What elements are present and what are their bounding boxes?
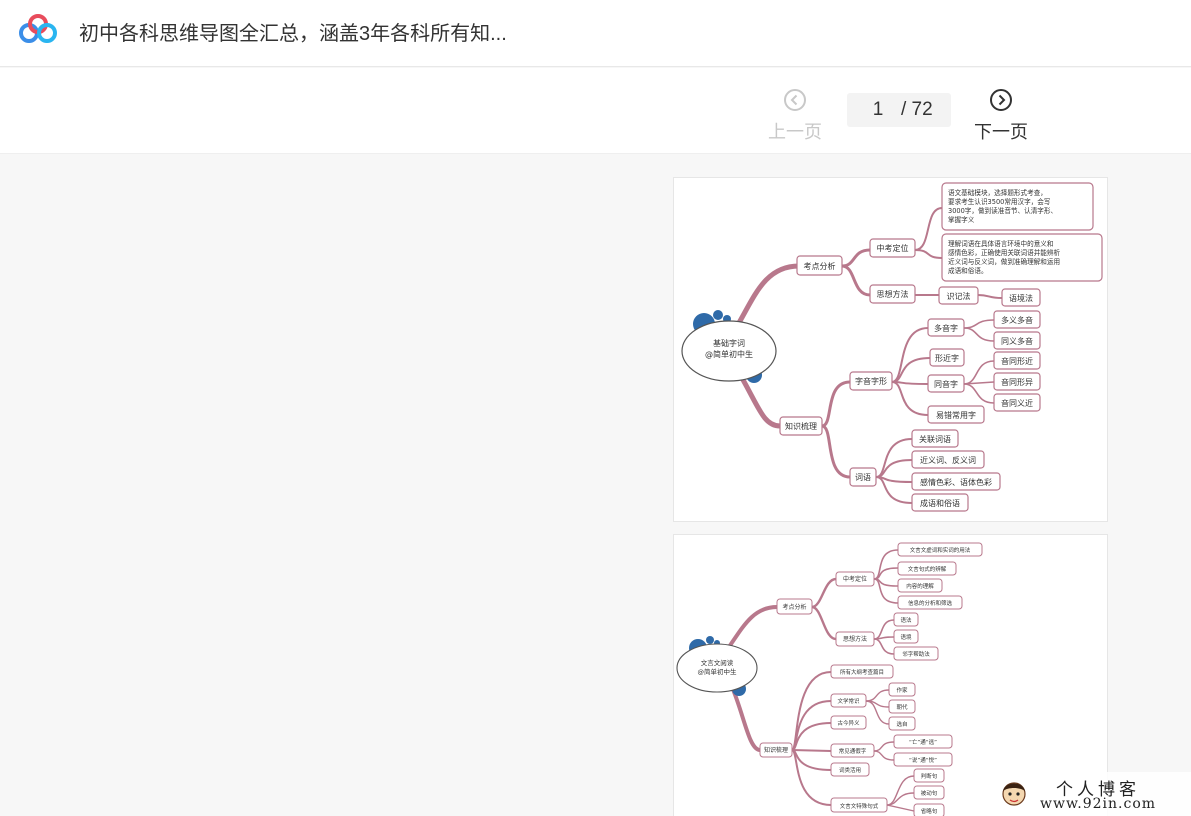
node-sixiang: 思想方法 xyxy=(843,635,867,643)
node-chengyu: 成语和俗语 xyxy=(920,498,960,508)
center-title: 文言文阅读 xyxy=(701,658,734,667)
node-yujing: 语境法 xyxy=(1009,293,1033,303)
document-viewer[interactable]: 基础字词 @简单初中生 xyxy=(0,155,1191,816)
node-yyj: 音同义近 xyxy=(1001,398,1033,408)
node-k6b: 被动句 xyxy=(921,789,938,797)
next-page-label: 下一页 xyxy=(974,122,1028,142)
cloud-logo-icon[interactable] xyxy=(18,13,58,45)
pagination-toolbar: 上一页 / 72 下一页 xyxy=(0,68,1191,154)
center-title: 基础字词 xyxy=(713,338,745,348)
node-tongyin: 同音字 xyxy=(934,379,958,389)
node-k1: 所有大纲考查篇目 xyxy=(840,668,884,676)
node-k4a: “亡”通“逃” xyxy=(909,738,937,746)
mind-map-basic-words: 基础字词 @简单初中生 xyxy=(681,182,1103,512)
center-node xyxy=(676,643,758,693)
node-k6a: 判断句 xyxy=(921,772,938,780)
node-shiji: 识记法 xyxy=(947,291,971,301)
node-ganqing: 感情色彩、语体色彩 xyxy=(920,477,992,487)
node-z2: 文言句式的辨解 xyxy=(908,565,947,573)
node-desc2-line3: 近义词与反义词，做到准确理解和运用 xyxy=(948,257,1060,266)
node-duoyi: 多义多音 xyxy=(1001,315,1033,325)
document-title: 初中各科思维导图全汇总，涵盖3年各科所有知... xyxy=(79,23,507,45)
watermark-title: 个人博客 xyxy=(1056,780,1140,800)
bubble-decoration xyxy=(706,636,714,644)
center-node xyxy=(681,320,777,382)
node-z1: 文言文虚词和实词的用法 xyxy=(910,546,971,554)
node-kaodian: 考点分析 xyxy=(804,261,836,271)
node-ciyu: 词语 xyxy=(855,472,871,482)
node-ziyin: 字音字形 xyxy=(855,376,887,386)
page-number-box: / 72 xyxy=(847,93,951,127)
node-k4b: “说”通“悦” xyxy=(909,756,937,764)
node-zhishi: 知识梳理 xyxy=(785,421,817,431)
node-duoyin: 多音字 xyxy=(934,323,958,333)
chevron-right-circle-icon xyxy=(990,89,1012,111)
node-z3: 内容的理解 xyxy=(906,582,934,590)
next-page-button[interactable]: 下一页 xyxy=(966,88,1036,144)
document-page-2: 文言文阅读 @简单初中生 xyxy=(673,534,1108,816)
node-s2: 语境 xyxy=(900,633,912,641)
node-s3: 邻字帮助法 xyxy=(902,650,930,658)
document-page-1: 基础字词 @简单初中生 xyxy=(673,177,1108,522)
node-yxy: 音同形异 xyxy=(1001,377,1033,387)
node-yicuo: 易错常用字 xyxy=(936,410,976,420)
node-tongyi: 同义多音 xyxy=(1001,336,1033,346)
page-number-input[interactable] xyxy=(847,93,909,127)
bubble-decoration xyxy=(713,310,723,320)
site-watermark: 个人博客 www.92in.com xyxy=(992,772,1191,816)
node-jinyi: 近义词、反义词 xyxy=(920,455,976,465)
node-k4: 常见通假字 xyxy=(839,747,867,755)
node-desc2-line2: 感情色彩，正确使用关联词语并能辨析 xyxy=(948,248,1060,257)
chevron-left-circle-icon xyxy=(784,89,806,111)
node-k3: 古今异义 xyxy=(837,719,860,727)
watermark-url: www.92in.com xyxy=(1040,796,1157,812)
center-subtitle: @简单初中生 xyxy=(698,667,738,676)
node-desc2-line4: 成语和俗语。 xyxy=(948,266,988,275)
prev-page-button[interactable]: 上一页 xyxy=(760,88,830,144)
cartoon-avatar-icon xyxy=(1002,782,1026,806)
node-desc1-line1: 语文基础模块，选择题形式考查， xyxy=(948,188,1047,197)
node-desc1-line2: 要求考生认识3500常用汉字，会写 xyxy=(948,197,1051,206)
node-desc2-line1: 理解词语在具体语言环境中的意义和 xyxy=(948,239,1054,248)
mind-map-classical-chinese: 文言文阅读 @简单初中生 xyxy=(676,542,983,816)
node-k5: 词类活用 xyxy=(839,766,861,774)
node-k6: 文言文特殊句式 xyxy=(840,802,879,810)
node-zhishi: 知识梳理 xyxy=(764,746,788,754)
node-desc1-line3: 3000字，做到读准音节、认清字形、 xyxy=(948,206,1057,215)
node-guanlian: 关联词语 xyxy=(919,434,951,444)
node-zhongkao: 中考定位 xyxy=(877,243,909,253)
node-desc1-line4: 掌握字义 xyxy=(948,215,975,224)
node-kaodian: 考点分析 xyxy=(782,603,806,611)
node-s1: 语法 xyxy=(900,616,912,624)
node-z4: 信息的分析和筛选 xyxy=(908,599,953,607)
node-k2a: 作家 xyxy=(896,686,908,694)
node-sixiang: 思想方法 xyxy=(877,289,909,299)
node-k6c: 省略句 xyxy=(921,807,938,815)
node-xingjin: 形近字 xyxy=(935,353,959,363)
page-total: / 72 xyxy=(901,99,933,120)
node-k2: 文学常识 xyxy=(837,697,860,705)
center-subtitle: @简单初中生 xyxy=(705,349,753,359)
node-yxj: 音同形近 xyxy=(1001,356,1033,366)
prev-page-label: 上一页 xyxy=(768,122,822,142)
node-k2b: 朝代 xyxy=(896,703,908,711)
app-header: 初中各科思维导图全汇总，涵盖3年各科所有知... xyxy=(0,0,1191,67)
node-zhongkao: 中考定位 xyxy=(843,575,867,583)
node-k2c: 选自 xyxy=(896,720,907,728)
